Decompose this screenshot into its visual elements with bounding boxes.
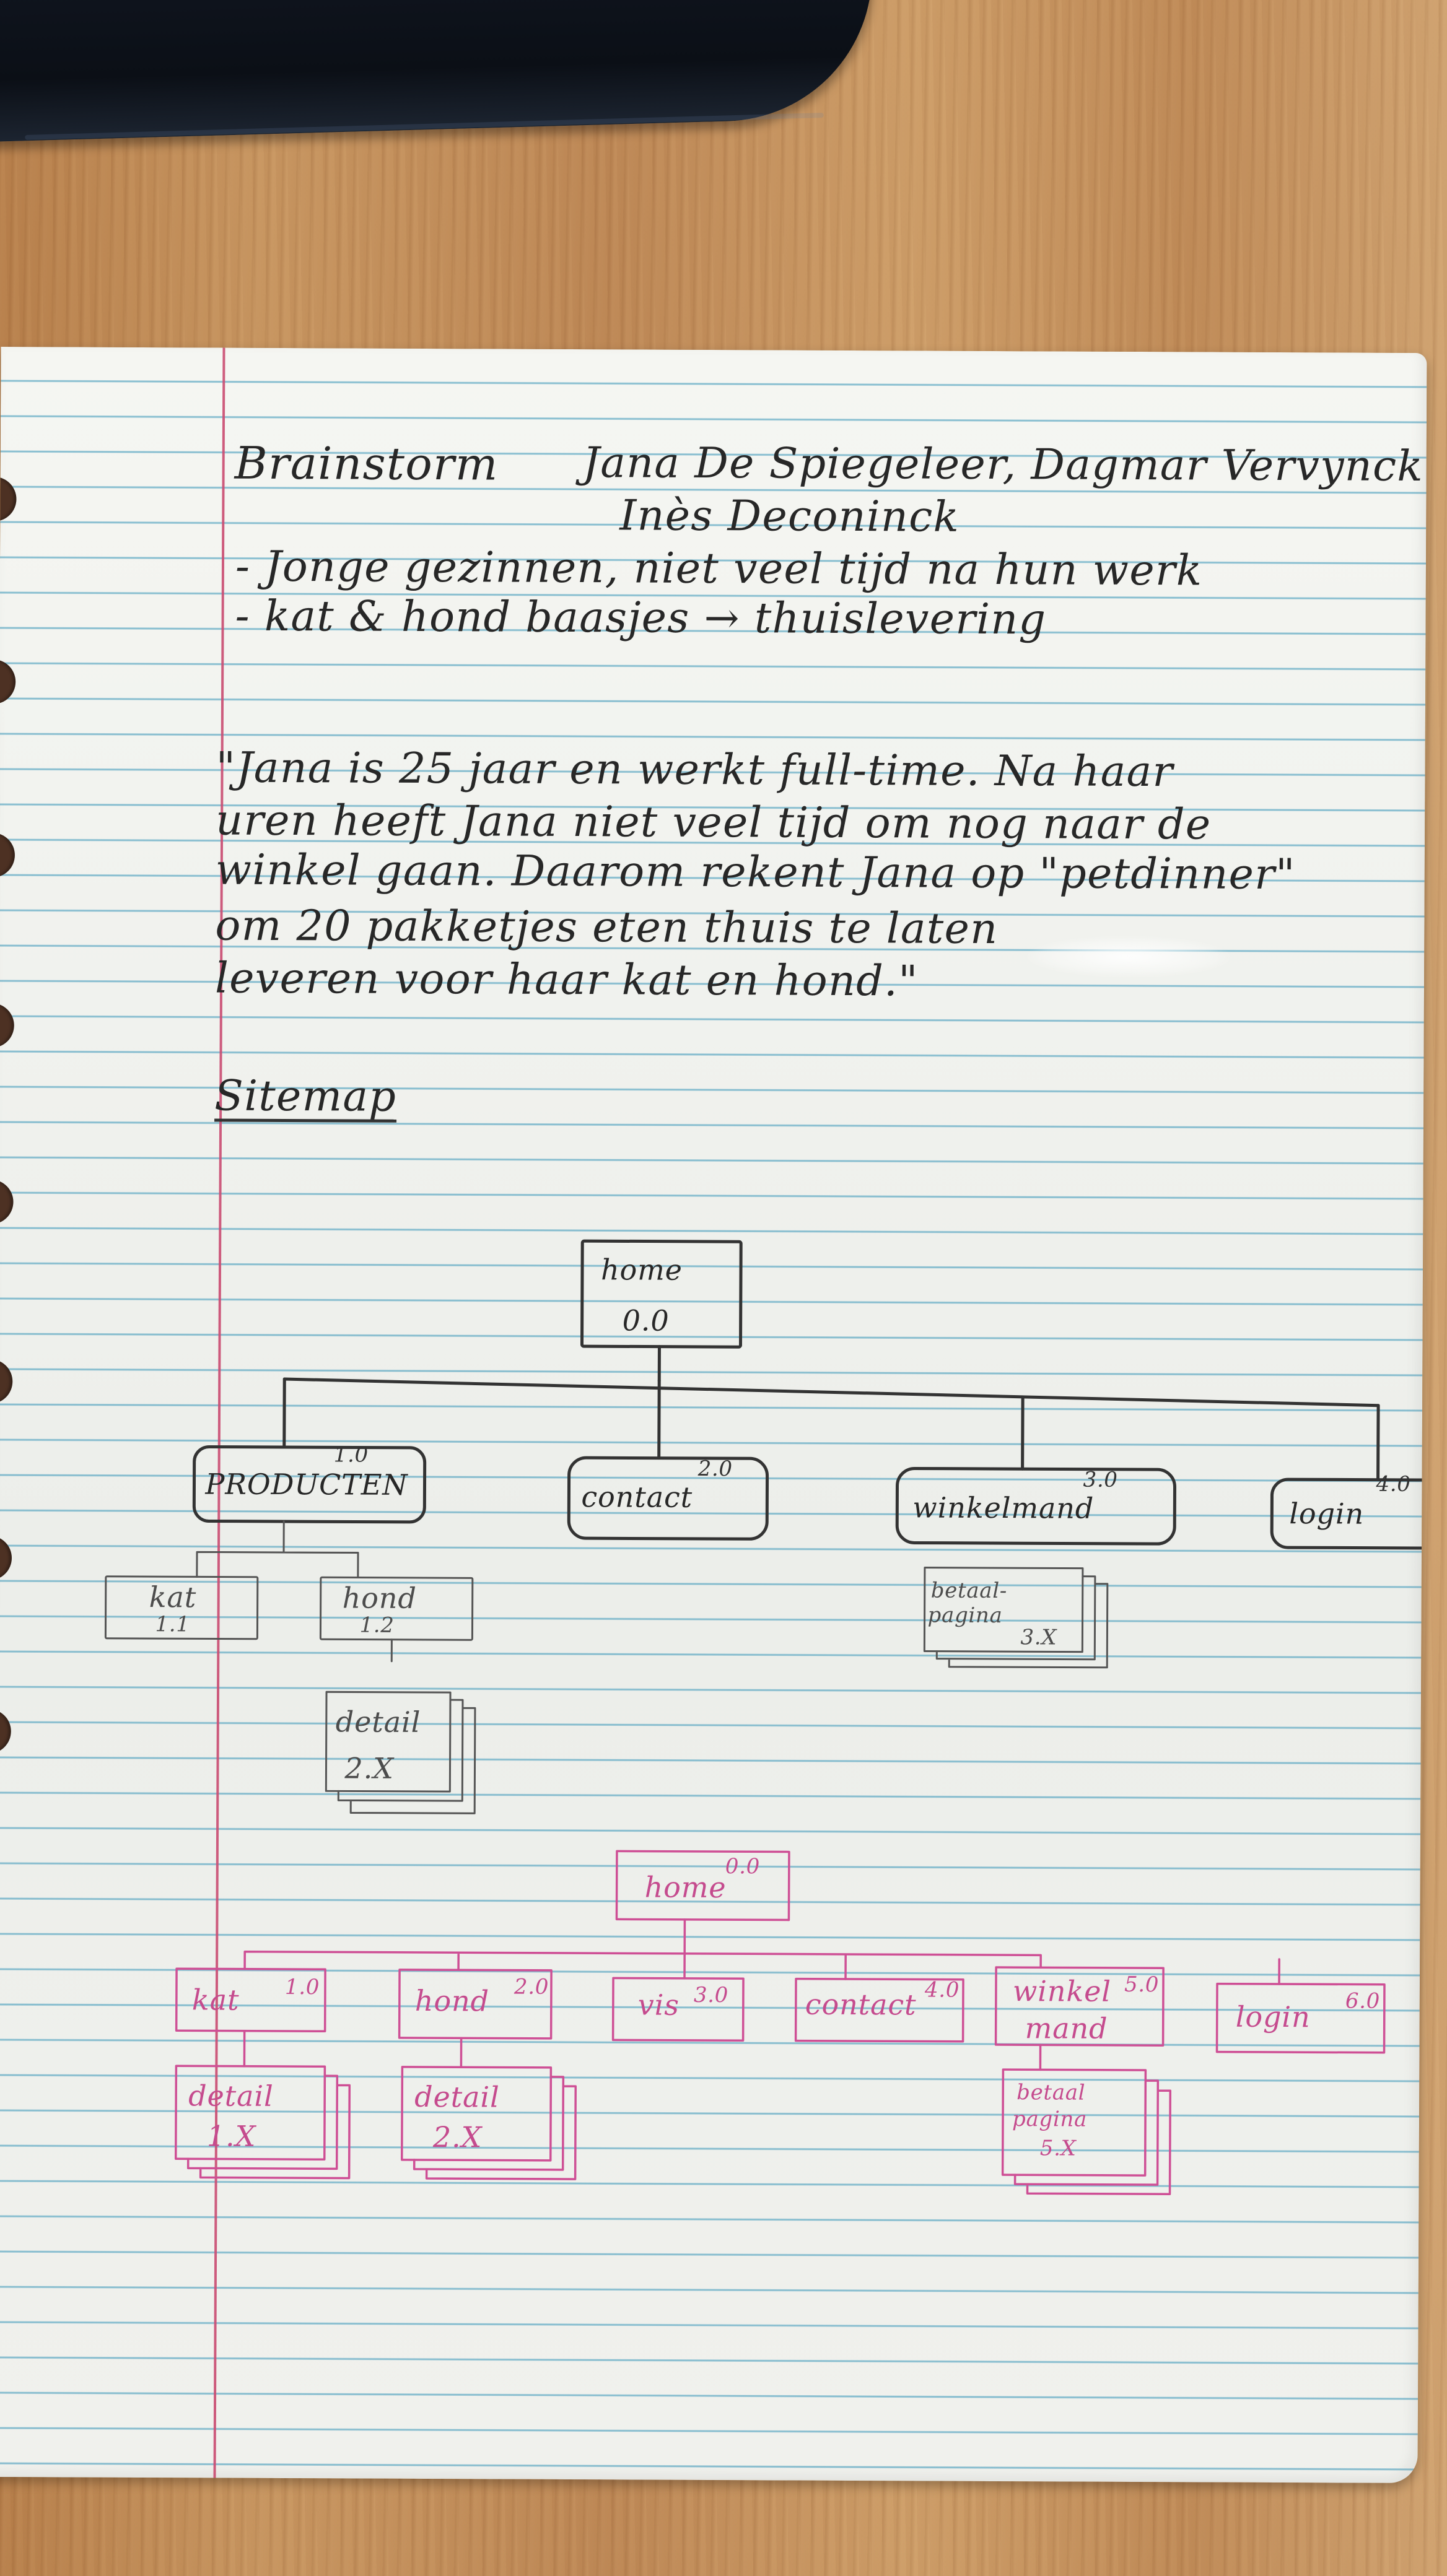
pink-winkelmand-number: 5.0 [1124,1972,1160,1998]
login-number: 4.0 [1376,1471,1411,1497]
pink-hond-number: 2.0 [514,1974,549,1999]
binder-hole [0,832,15,878]
betaalpagina-number: 3.X [1020,1625,1057,1650]
winkelmand-number: 3.0 [1083,1467,1118,1492]
contact-connector [657,1379,661,1460]
lined-paper-sheet: Brainstorm Jana De Spiegeleer, Dagmar Ve… [0,346,1427,2484]
pink-detail-2-number: 2.X [432,2120,483,2154]
persona-line-1: "Jana is 25 jaar en werkt full-time. Na … [216,743,1174,797]
betaalpagina-label-2: pagina [927,1603,1003,1629]
pink-betaalpagina-number: 5.X [1039,2136,1077,2161]
home-number: 0.0 [622,1303,670,1338]
betaalpagina-label-1: betaal- [930,1578,1008,1604]
producten-number: 1.0 [333,1442,369,1468]
pink-detail-1-number: 1.X [206,2119,256,2153]
pink-betaalpagina-label-1: betaal [1016,2080,1086,2105]
persona-line-3: winkel gaan. Daarom rekent Jana op "petd… [215,845,1296,900]
producten-label: PRODUCTEN [205,1467,408,1502]
pink-detail-2-label: detail [414,2079,500,2114]
main-branch-line [282,1377,1380,1408]
binder-hole [0,1535,12,1581]
pink-login-number: 6.0 [1345,1988,1381,2014]
contact-label: contact [581,1480,693,1514]
kat-number: 1.1 [155,1612,190,1637]
producten-children-lines [196,1520,359,1579]
persona-line-2: uren heeft Jana niet veel tijd om nog na… [216,796,1212,850]
authors-line-2: Inès Deconinck [619,491,960,542]
pink-winkelmand-label-2: mand [1025,2011,1108,2045]
pink-login-label: login [1235,1999,1311,2034]
binder-hole [0,1359,13,1404]
pink-contact-number: 4.0 [924,1977,960,2003]
login-label: login [1289,1497,1365,1531]
pink-home-number: 0.0 [725,1854,761,1879]
home-label: home [600,1253,683,1287]
bullet-families: - Jonge gezinnen, niet veel tijd na hun … [235,542,1203,596]
sitemap-label: Sitemap [214,1071,397,1123]
pink-contact-label: contact [805,1987,917,2022]
persona-line-4: om 20 pakketjes eten thuis te laten [215,901,999,954]
contact-number: 2.0 [697,1456,733,1482]
pink-kat-label: kat [191,1983,240,2017]
bullet-home-delivery: - kat & hond baasjes → thuislevering [235,591,1047,645]
hond-number: 1.2 [359,1612,395,1638]
brainstorm-title: Brainstorm [234,437,499,490]
pink-kat-number: 1.0 [284,1975,320,2000]
binder-hole [0,659,16,705]
pink-vis-label: vis [637,1988,680,2022]
pink-winkelmand-label-1: winkel [1012,1974,1112,2008]
pink-hond-label: hond [414,1983,490,2018]
authors-line-1: Jana De Spiegeleer, Dagmar Vervynck [582,438,1424,492]
pink-betaalpagina-label-2: pagina [1012,2107,1088,2132]
pink-vis-number: 3.0 [693,1982,729,2008]
login-connector [1376,1404,1380,1482]
paper-glare [1026,936,1231,977]
detail-number: 2.X [344,1751,395,1785]
binder-hole [0,1179,14,1225]
winkelmand-label: winkelmand [912,1490,1095,1525]
pink-detail-1-label: detail [188,2079,274,2113]
binder-hole [0,1708,11,1754]
detail-label: detail [335,1705,421,1739]
hond-label: hond [342,1581,417,1615]
pink-home-label: home [644,1870,727,1905]
kat-label: kat [149,1580,197,1614]
binder-hole [0,476,17,522]
binder-hole [0,1003,14,1048]
persona-line-5: leveren voor haar kat en hond." [214,954,919,1006]
handwritten-sitemaps [104,1239,1427,2196]
margin-line [213,347,225,2478]
